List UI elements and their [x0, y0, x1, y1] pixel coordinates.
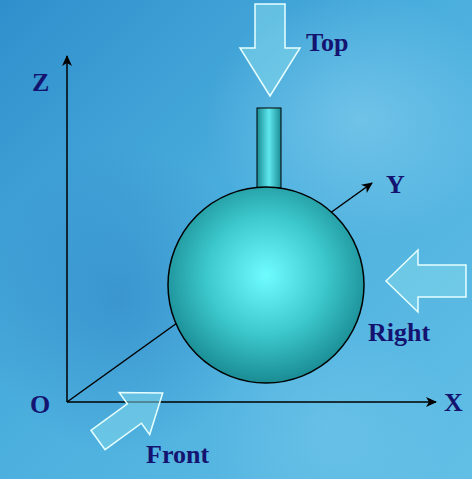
sphere: [168, 187, 364, 383]
axis-name: X: [444, 390, 463, 416]
view-name: Right: [368, 320, 430, 346]
y-axis: [67, 183, 372, 402]
view-arrow: [386, 250, 466, 312]
view-name: Top: [306, 30, 348, 56]
origin-name: O: [30, 392, 50, 418]
view-name: Front: [146, 442, 209, 468]
z-axis: [66, 56, 68, 402]
stem: [257, 108, 281, 188]
x-axis: [67, 401, 436, 403]
axis-name: Y: [386, 172, 405, 198]
view-arrow: [240, 4, 300, 96]
axis-name: Z: [32, 70, 49, 96]
